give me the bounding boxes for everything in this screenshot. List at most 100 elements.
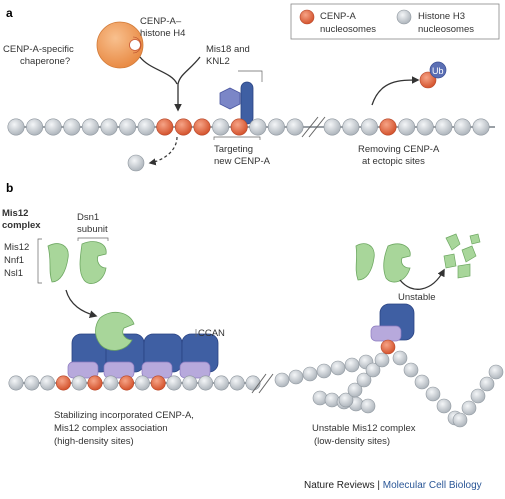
merge-arrow <box>139 56 201 110</box>
removing-label-2: at ectopic sites <box>362 156 425 167</box>
ubiquitin-label: Ub <box>432 66 444 76</box>
h3-nucleosome <box>40 375 56 391</box>
h3-nucleosome <box>435 118 453 136</box>
h3-nucleosome <box>7 118 25 136</box>
h3-nucleosome <box>166 375 182 391</box>
subunit-nnf1: Nnf1 <box>4 255 24 266</box>
h3-nucleosome <box>452 412 468 428</box>
h3-nucleosome <box>24 375 40 391</box>
h3-nucleosome <box>286 118 304 136</box>
footer-journal: Nature Reviews <box>304 480 375 491</box>
h3-nucleosome <box>288 369 304 385</box>
h3-nucleosome <box>374 352 390 368</box>
cenpa-nucleosome <box>193 118 211 136</box>
h3-nucleosome <box>365 362 381 378</box>
h3-nucleosome <box>134 375 150 391</box>
removing-label-1: Removing CENP-A <box>358 144 440 155</box>
h3-nucleosome <box>392 350 408 366</box>
h3-nucleosome <box>249 118 267 136</box>
h3-nucleosome <box>360 398 376 414</box>
removal-arrow <box>371 76 420 106</box>
h3-nucleosome <box>488 364 504 380</box>
cenpa-right <box>380 339 396 355</box>
ccan-label: CCAN <box>198 328 225 339</box>
ejected-h3-nucleosome <box>127 154 145 172</box>
h3-nucleosome <box>71 375 87 391</box>
h3-nucleosome <box>44 118 62 136</box>
cenpa-nucleosome <box>379 118 397 136</box>
knl2-shape <box>240 81 254 125</box>
h3-nucleosome <box>323 118 341 136</box>
h3-nucleosome <box>63 118 81 136</box>
cenpa-nucleosome <box>150 375 166 391</box>
chain-break-b <box>251 373 274 394</box>
h3-nucleosome <box>330 360 346 376</box>
mis18-hexagon <box>219 87 241 110</box>
h3-nucleosome <box>436 398 452 414</box>
panel-a-label: a <box>6 6 13 20</box>
h3-nucleosome <box>416 118 434 136</box>
free-mis12-complex <box>47 241 107 284</box>
h3-nucleosome <box>461 400 477 416</box>
dsn1-label-1: Dsn1 <box>77 212 99 223</box>
legend-h3-label-2: nucleosomes <box>418 24 474 35</box>
unstable-caption-2: (low-density sites) <box>314 436 390 447</box>
legend-cenpa-label-2: nucleosomes <box>320 24 376 35</box>
targeting-label-1: Targeting <box>214 144 253 155</box>
subunit-mis12: Mis12 <box>4 242 29 253</box>
h3-nucleosome <box>229 375 245 391</box>
h3-nucleosome <box>182 375 198 391</box>
chain-c <box>274 350 504 428</box>
h3-nucleosome <box>342 118 360 136</box>
h3-nucleosome <box>8 375 24 391</box>
h3-nucleosome <box>316 363 332 379</box>
legend-cenpa-swatch <box>299 9 315 25</box>
subunit-nsl1: Nsl1 <box>4 268 23 279</box>
cenpa-h4-label-1: CENP-A– <box>140 16 182 27</box>
chaperone <box>96 21 144 69</box>
cenpa-nucleosome <box>174 118 192 136</box>
h3-nucleosome <box>245 375 261 391</box>
chain-a <box>7 118 490 136</box>
targeting-bracket <box>213 136 261 140</box>
stabilizing-caption-3: (high-density sites) <box>54 436 134 447</box>
h3-nucleosome <box>414 374 430 390</box>
h3-nucleosome <box>360 118 378 136</box>
legend-cenpa-label-1: CENP-A <box>320 11 357 22</box>
panel-b-label: b <box>6 181 13 195</box>
stabilizing-caption-2: Mis12 complex association <box>54 423 168 434</box>
mis18-label-2: KNL2 <box>206 56 230 67</box>
mis12-complex-label-1: Mis12 <box>2 208 28 219</box>
h3-nucleosome <box>212 118 230 136</box>
cenpa-nucleosome <box>156 118 174 136</box>
mis12-complex-label-2: complex <box>2 220 41 231</box>
h3-nucleosome <box>119 118 137 136</box>
eject-arrow <box>148 136 178 166</box>
footer-separator: | <box>375 480 383 491</box>
h3-nucleosome <box>347 382 363 398</box>
stabilizing-caption-1: Stabilizing incorporated CENP-A, <box>54 410 194 421</box>
h3-nucleosome <box>356 372 372 388</box>
h3-nucleosome <box>324 392 340 408</box>
cenpa-h4-dimer <box>132 36 142 54</box>
chaperone-label-2: chaperone? <box>20 56 70 67</box>
mis18-bracket <box>238 70 263 82</box>
bound-mis12-complex <box>95 311 135 351</box>
chaperone-label-1: CENP-A-specific <box>3 44 74 55</box>
h3-nucleosome <box>453 118 471 136</box>
cenpa-nucleosome <box>230 118 248 136</box>
dissociation-arrow <box>399 268 445 290</box>
chain-break-a <box>301 116 326 138</box>
h3-nucleosome <box>312 390 328 406</box>
h3-nucleosome <box>338 392 354 408</box>
h3-nucleosome <box>267 118 285 136</box>
cenpa-nucleosome <box>55 375 71 391</box>
h3-nucleosome <box>137 118 155 136</box>
cenpa-h4-label-2: histone H4 <box>140 28 185 39</box>
assembly-arrow <box>65 289 98 319</box>
h3-nucleosome <box>81 118 99 136</box>
unstable-label: Unstable <box>398 292 436 303</box>
footer-credit: Nature Reviews | Molecular Cell Biology <box>304 480 482 491</box>
purple-right <box>370 325 402 342</box>
